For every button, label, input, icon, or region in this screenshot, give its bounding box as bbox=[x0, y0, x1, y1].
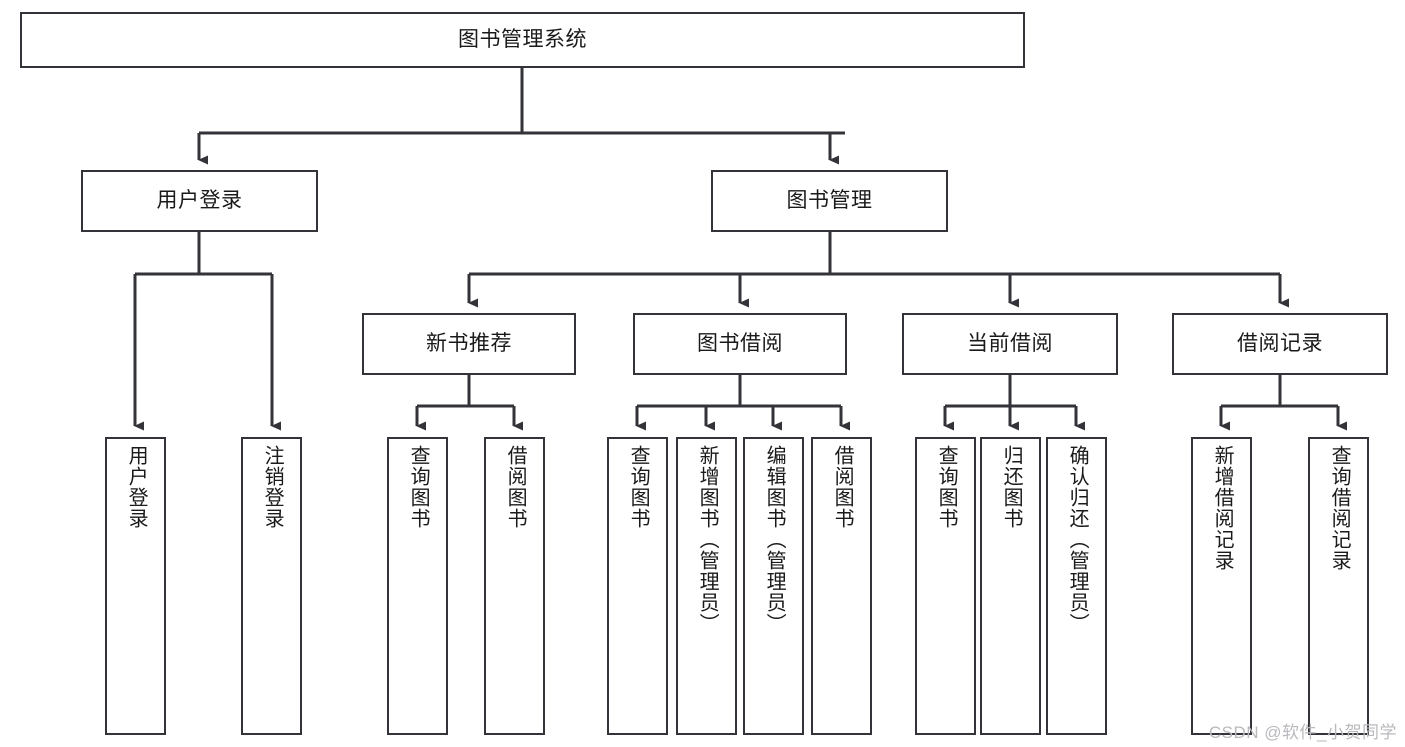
node-leaf-query-borrow-record-label: 查询借阅记录 bbox=[1328, 445, 1351, 571]
node-leaf-return-book-label: 归还图书 bbox=[1000, 445, 1023, 529]
node-current-borrow[interactable]: 当前借阅 bbox=[902, 313, 1118, 375]
node-leaf-borrow-book-label: 借阅图书 bbox=[831, 445, 854, 529]
node-leaf-borrow-book-recommend-label: 借阅图书 bbox=[504, 445, 527, 529]
node-leaf-query-book-recommend[interactable]: 查询图书 bbox=[387, 437, 448, 735]
node-borrow-records-label: 借阅记录 bbox=[1237, 332, 1323, 356]
node-leaf-return-book[interactable]: 归还图书 bbox=[980, 437, 1041, 735]
node-book-borrow-label: 图书借阅 bbox=[697, 332, 783, 356]
node-leaf-logout-login-label: 注销登录 bbox=[261, 445, 284, 529]
node-leaf-borrow-book[interactable]: 借阅图书 bbox=[811, 437, 872, 735]
node-leaf-query-book-borrow-label: 查询图书 bbox=[627, 445, 650, 529]
node-book-borrow[interactable]: 图书借阅 bbox=[633, 313, 847, 375]
node-leaf-borrow-book-recommend[interactable]: 借阅图书 bbox=[484, 437, 545, 735]
node-leaf-add-borrow-record-label: 新增借阅记录 bbox=[1211, 445, 1234, 571]
node-leaf-user-login-label: 用户登录 bbox=[125, 445, 148, 529]
node-leaf-query-borrow-record[interactable]: 查询借阅记录 bbox=[1308, 437, 1369, 735]
node-book-management[interactable]: 图书管理 bbox=[711, 170, 948, 232]
node-user-login-label: 用户登录 bbox=[156, 189, 243, 213]
node-leaf-confirm-return-admin-label: 确认归还（管理员） bbox=[1066, 445, 1089, 634]
node-user-login[interactable]: 用户登录 bbox=[81, 170, 318, 232]
node-leaf-query-book-current-label: 查询图书 bbox=[935, 445, 958, 529]
node-leaf-query-book-borrow[interactable]: 查询图书 bbox=[607, 437, 668, 735]
node-leaf-confirm-return-admin[interactable]: 确认归还（管理员） bbox=[1046, 437, 1107, 735]
node-current-borrow-label: 当前借阅 bbox=[967, 332, 1053, 356]
node-borrow-records[interactable]: 借阅记录 bbox=[1172, 313, 1388, 375]
node-leaf-user-login[interactable]: 用户登录 bbox=[105, 437, 166, 735]
node-leaf-add-borrow-record[interactable]: 新增借阅记录 bbox=[1191, 437, 1252, 735]
node-leaf-logout-login[interactable]: 注销登录 bbox=[241, 437, 302, 735]
node-root-label: 图书管理系统 bbox=[458, 28, 587, 52]
node-new-book-recommend-label: 新书推荐 bbox=[426, 332, 512, 356]
node-new-book-recommend[interactable]: 新书推荐 bbox=[362, 313, 576, 375]
node-leaf-edit-book-admin[interactable]: 编辑图书（管理员） bbox=[743, 437, 804, 735]
node-leaf-query-book-current[interactable]: 查询图书 bbox=[915, 437, 976, 735]
node-leaf-query-book-recommend-label: 查询图书 bbox=[407, 445, 430, 529]
node-root-system[interactable]: 图书管理系统 bbox=[20, 12, 1025, 68]
node-leaf-edit-book-admin-label: 编辑图书（管理员） bbox=[763, 445, 786, 634]
node-book-management-label: 图书管理 bbox=[786, 189, 873, 213]
node-leaf-add-book-admin[interactable]: 新增图书（管理员） bbox=[676, 437, 737, 735]
node-leaf-add-book-admin-label: 新增图书（管理员） bbox=[696, 445, 719, 634]
